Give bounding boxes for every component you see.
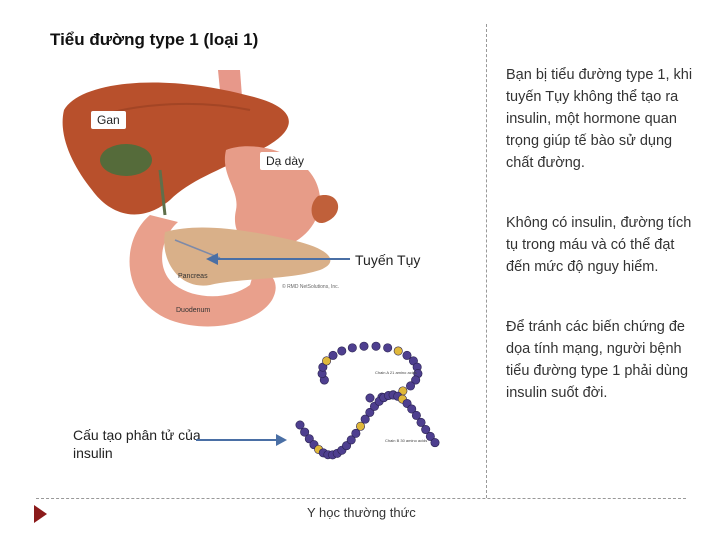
amino-acid-bead (372, 342, 380, 350)
amino-acid-bead (417, 418, 425, 426)
insulin-molecule-illustration: Chain A 21 amino acids Chain B 30 amino … (285, 330, 450, 485)
amino-acid-bead (348, 344, 356, 352)
paragraph-3: Để tránh các biến chứng đe dọa tính mạng… (506, 316, 696, 404)
amino-acid-bead (383, 344, 391, 352)
amino-acid-bead (406, 382, 414, 390)
amino-acid-bead (431, 438, 439, 446)
paragraph-1: Bạn bị tiểu đường type 1, khi tuyến Tụy … (506, 64, 696, 174)
amino-acid-bead (338, 347, 346, 355)
paragraph-2: Không có insulin, đường tích tụ trong má… (506, 212, 696, 278)
amino-acid-bead (329, 351, 337, 359)
amino-acid-bead (394, 347, 402, 355)
amino-acid-bead (366, 394, 374, 402)
chain-b-label: Chain B 30 amino acids (385, 438, 427, 443)
chain-a-label: Chain A 21 amino acids (375, 370, 417, 375)
amino-acid-bead (356, 422, 364, 430)
pancreas-label: Tuyến Tụy (355, 251, 420, 269)
footer-text: Y học thường thức (307, 505, 416, 520)
horizontal-divider (36, 498, 686, 499)
footer-marker-icon (34, 505, 47, 523)
insulin-arrow (0, 0, 300, 460)
vertical-divider (486, 24, 487, 498)
amino-acid-bead (360, 342, 368, 350)
